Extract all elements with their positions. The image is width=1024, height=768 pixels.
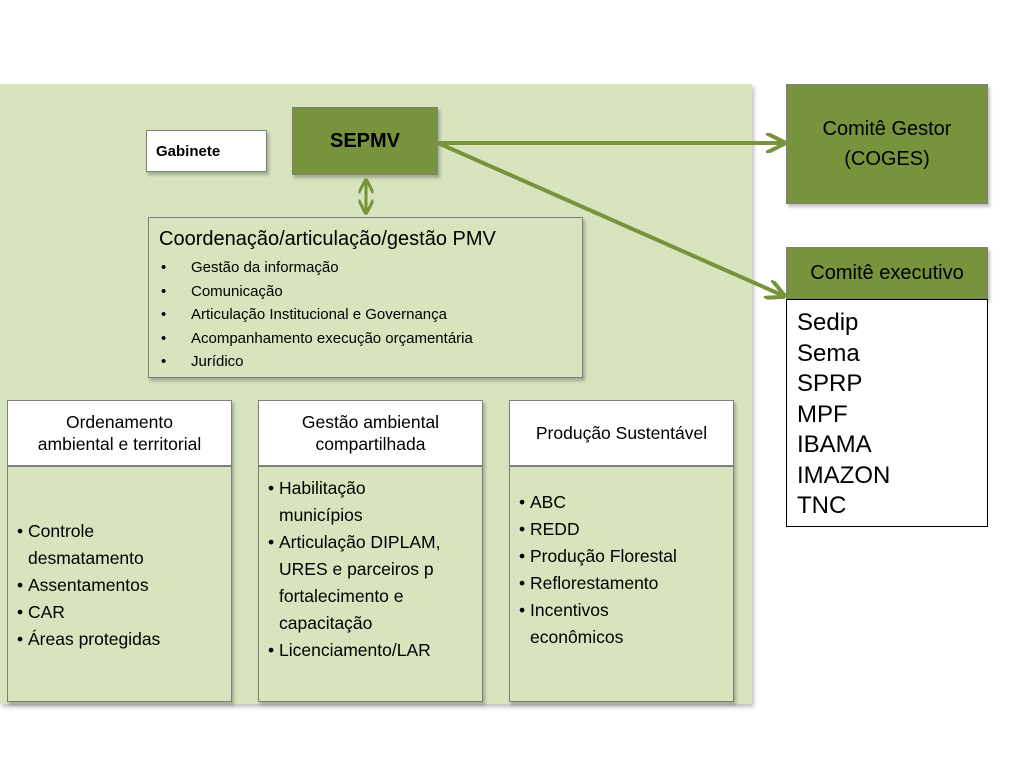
list-item: Licenciamento/LAR [268, 637, 440, 664]
list-item: REDD [519, 516, 677, 543]
coordination-title: Coordenação/articulação/gestão PMV [159, 228, 496, 250]
list-item-line: ABC [530, 492, 566, 512]
list-item-line: econômicos [530, 627, 624, 647]
member-item: SPRP [797, 370, 863, 397]
member-item: TNC [797, 492, 847, 519]
list-item-line: Habilitação [279, 478, 366, 498]
coordination-item: Articulação Institucional e Governança [161, 303, 473, 327]
sepmv-box: SEPMV [292, 107, 438, 175]
column-header-ordenamento: Ordenamento ambiental e territorial [7, 400, 232, 466]
list-item: Articulação DIPLAM, URES e parceiros p f… [268, 529, 440, 637]
member-item: Sema [797, 339, 860, 367]
column-title-line: Produção Sustentável [535, 423, 708, 443]
column-list: Controle desmatamento Assentamentos CAR … [17, 518, 160, 653]
column-list: Habilitação municípios Articulação DIPLA… [268, 475, 440, 664]
column-title-line: compartilhada [315, 434, 426, 454]
coges-line: Comitê Gestor [822, 118, 952, 140]
list-item: Incentivos econômicos [519, 597, 677, 651]
coordination-item: Comunicação [161, 280, 473, 304]
arrow-sepmv-to-executive [437, 141, 784, 296]
list-item: Controle desmatamento [17, 518, 160, 572]
list-item-line: Reflorestamento [530, 573, 659, 593]
column-list: ABC REDD Produção Florestal Reflorestame… [519, 489, 677, 651]
member-item: MPF [797, 400, 848, 428]
list-item-line: Assentamentos [28, 575, 149, 595]
coges-line: (COGES) [844, 148, 930, 170]
coordination-list: Gestão da informação Comunicação Articul… [161, 256, 473, 374]
column-title-line: ambiental e territorial [37, 434, 202, 454]
member-list: Sedip Sema SPRP MPF IBAMA IMAZON TNC [797, 308, 890, 522]
list-item: Reflorestamento [519, 570, 677, 597]
list-item: Assentamentos [17, 572, 160, 599]
column-header-gestao: Gestão ambiental compartilhada [258, 400, 483, 466]
coordination-item: Acompanhamento execução orçamentária [161, 327, 473, 351]
executive-committee-header: Comitê executivo [786, 247, 988, 299]
list-item-line: URES e parceiros p [279, 559, 434, 579]
list-item: Habilitação municípios [268, 475, 440, 529]
column-title-line: Ordenamento [65, 412, 173, 432]
member-item: IMAZON [797, 461, 891, 489]
column-body-gestao: Habilitação municípios Articulação DIPLA… [258, 466, 483, 702]
list-item-line: Áreas protegidas [28, 629, 161, 649]
list-item: CAR [17, 599, 160, 626]
gabinete-label: Gabinete [156, 143, 221, 160]
list-item-line: Produção Florestal [530, 546, 677, 566]
column-header-producao: Produção Sustentável [509, 400, 734, 466]
coordination-box: Coordenação/articulação/gestão PMV Gestã… [148, 217, 583, 378]
list-item-line: Licenciamento/LAR [279, 640, 431, 660]
sepmv-label: SEPMV [329, 129, 401, 152]
column-body-producao: ABC REDD Produção Florestal Reflorestame… [509, 466, 734, 702]
list-item: ABC [519, 489, 677, 516]
list-item-line: REDD [530, 519, 580, 539]
coordination-item: Jurídico [161, 350, 473, 374]
member-item: IBAMA [797, 431, 872, 458]
column-body-ordenamento: Controle desmatamento Assentamentos CAR … [7, 466, 232, 702]
column-title-line: Gestão ambiental [301, 412, 440, 432]
list-item-line: Controle [28, 521, 95, 541]
member-item: Sedip [797, 309, 859, 336]
list-item-line: capacitação [279, 613, 373, 633]
list-item-line: municípios [279, 505, 363, 525]
list-item-line: Articulação DIPLAM, [279, 532, 441, 552]
list-item-line: fortalecimento e [279, 586, 404, 606]
list-item: Produção Florestal [519, 543, 677, 570]
list-item-line: desmatamento [28, 548, 144, 568]
gabinete-box: Gabinete [146, 130, 267, 172]
list-item: Áreas protegidas [17, 626, 160, 653]
executive-committee-title: Comitê executivo [810, 261, 964, 284]
coordination-item: Gestão da informação [161, 256, 473, 280]
coges-box: Comitê Gestor (COGES) [786, 84, 988, 204]
list-item-line: CAR [28, 602, 65, 622]
list-item-line: Incentivos [530, 600, 609, 620]
executive-committee-members: Sedip Sema SPRP MPF IBAMA IMAZON TNC [786, 299, 988, 527]
